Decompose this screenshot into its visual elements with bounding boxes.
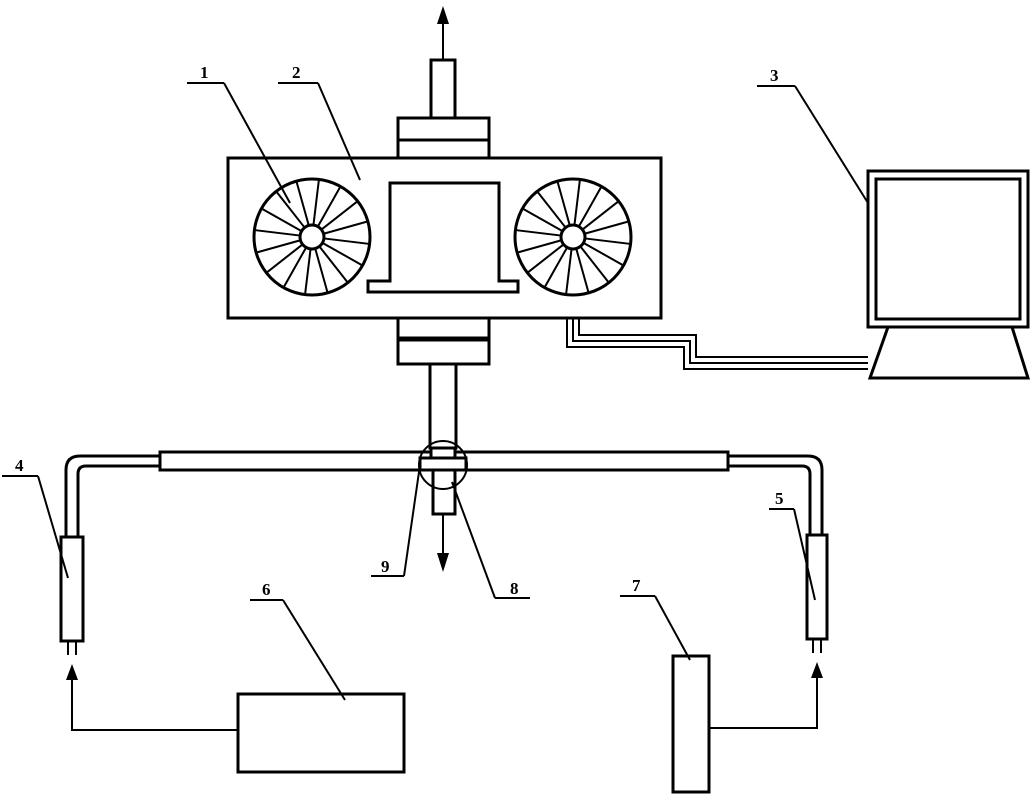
label-1: 1 [200,63,209,82]
label-2: 2 [292,63,301,82]
label-9: 9 [381,557,390,576]
rotor-spoke [584,220,630,235]
rotor-spoke [543,246,568,289]
label-3: 3 [770,66,779,85]
label-5: 5 [775,489,784,508]
rotor-spoke [318,245,349,284]
rotor-spoke [312,179,320,226]
rotor-spoke [536,190,567,229]
rotor-spoke [579,245,610,284]
controller-7 [671,654,823,794]
rotor-spoke [515,229,562,237]
label-8: 8 [510,579,519,598]
rotor-spoke [320,200,359,231]
label-4: 4 [15,456,24,475]
rotor-spoke [323,237,370,245]
right-heater [805,533,829,653]
rotor-spoke [314,248,329,294]
left-heater [59,535,85,655]
top-shaft [396,6,491,160]
rotor-spoke [573,179,581,226]
rotor-spoke [304,248,312,295]
rotor-spoke [282,246,307,289]
rotor-spoke [295,180,310,226]
rotor-spoke [254,229,301,237]
rotor-spoke [321,242,364,267]
label-6: 6 [262,580,271,599]
rotor-spoke [275,190,306,229]
rotor-spoke [317,185,342,228]
rotor-spoke [584,237,631,245]
label-7: 7 [632,576,641,595]
leader-lines [2,82,869,701]
rotor-spoke [255,239,301,254]
pipe-assembly [64,440,824,572]
rotor-spoke [521,207,564,232]
right-rotor [513,177,633,297]
rotor-spoke [323,220,369,235]
controller-6 [66,664,406,774]
rotor-spoke [565,248,573,295]
rotor-spoke [575,248,590,294]
signal-cable [566,318,868,370]
bottom-shaft [396,316,491,450]
rotor-spoke [582,242,625,267]
rotor-spoke [265,243,304,274]
monitor [866,169,1030,380]
rotor-spoke [516,239,562,254]
rotor-spoke [556,180,571,226]
left-rotor [252,177,372,297]
rotor-spoke [526,243,565,274]
rotor-spoke [578,185,603,228]
rotor-spoke [260,207,303,232]
rotor-spoke [581,200,620,231]
